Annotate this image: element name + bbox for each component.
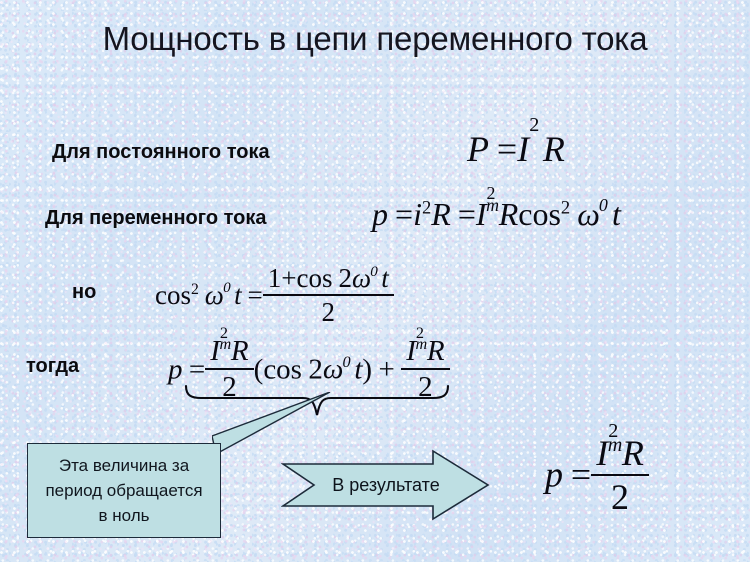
equation-result-numerator: I2mR [591, 421, 649, 476]
equation-ac-R2: R [498, 196, 519, 232]
equation-but-denominator: 2 [321, 297, 336, 327]
equation-ac-i: i [413, 196, 422, 232]
equation-then-frac2-Im: I2m [406, 325, 428, 367]
equation-then-open-paren: ( [253, 353, 264, 386]
equation-but-plus: + [281, 262, 297, 293]
label-direct-current: Для постоянного тока [52, 141, 270, 163]
equation-but-num-one: 1 [267, 262, 282, 293]
equation-ac-equals-2: = [457, 196, 476, 232]
callout-line-3: в ноль [98, 506, 150, 525]
equation-alternating-current: p=i2R=I2mRcos2ω0t [372, 184, 621, 233]
equation-ac-R1: R [431, 196, 451, 232]
equation-then-frac1-R: R [230, 334, 249, 367]
equation-then-plus: + [378, 353, 395, 386]
label-alternating-current: Для переменного тока [45, 207, 267, 229]
equation-but-equals: = [247, 279, 263, 310]
label-but: но [72, 281, 97, 303]
equation-then-frac2-numerator: I2mR [401, 325, 450, 370]
equation-dc-R: R [542, 129, 565, 169]
equation-but-num-cos: cos [296, 262, 333, 293]
equation-result-equals: = [570, 454, 592, 495]
equation-dc-I: I2 [517, 115, 539, 169]
equation-but-cos-exponent: 2 [191, 280, 199, 298]
equation-then-frac2-R: R [426, 334, 445, 367]
equation-then-close-paren: ) [362, 353, 373, 386]
equation-then-cos: cos [263, 353, 302, 386]
equation-result-R: R [621, 433, 644, 474]
result-arrow-label: В результате [332, 475, 440, 495]
page-title: Мощность в цепи переменного тока [102, 20, 648, 57]
equation-ac-equals-1: = [395, 196, 414, 232]
equation-but-num-t: t [381, 262, 389, 293]
equation-ac-cos-exponent: 2 [560, 197, 571, 219]
equation-then-frac1-Im: I2m [210, 325, 232, 367]
equation-but-t: t [234, 279, 242, 310]
equation-then-t: t [354, 353, 363, 386]
equation-result-denominator: 2 [611, 477, 630, 517]
equation-then-frac1-denominator: 2 [222, 371, 237, 403]
callout-line-2: период обращается [45, 481, 203, 500]
equation-but-cos: cos [155, 279, 191, 310]
equation-direct-current: P=I2R [467, 115, 565, 170]
equation-result-Im: I2m [596, 421, 623, 474]
equation-then-two: 2 [308, 353, 323, 386]
equation-dc-P: P [467, 129, 489, 169]
equation-then-frac1-numerator: I2mR [205, 325, 254, 370]
equation-result-p: p [545, 454, 563, 495]
equation-ac-cos: cos [518, 196, 561, 232]
equation-ac-i-exponent: 2 [421, 197, 432, 219]
equation-then-fraction-1: I2mR 2 [205, 325, 254, 404]
underbrace-icon [184, 384, 450, 416]
equation-but-num-two: 2 [338, 262, 352, 293]
equation-final-result: p= I2mR 2 [545, 421, 649, 520]
equation-then-equals: = [188, 353, 206, 386]
right-arrow-icon [281, 449, 490, 521]
callout-line-1: Эта величина за [58, 456, 190, 475]
label-then: тогда [26, 355, 80, 377]
equation-then-frac2-denominator: 2 [418, 371, 433, 403]
equation-then-p: p [168, 353, 183, 386]
equation-ac-Im: I2m [475, 184, 500, 232]
equation-then-fraction-2: I2mR 2 [401, 325, 450, 404]
equation-ac-p: p [372, 196, 388, 232]
equation-ac-t: t [611, 196, 621, 232]
callout-text: Эта величина за период обращается в ноль [28, 453, 220, 528]
callout-box: Эта величина за период обращается в ноль [27, 443, 221, 538]
equation-result-fraction: I2mR 2 [591, 421, 649, 517]
equation-dc-equals: = [496, 129, 518, 169]
